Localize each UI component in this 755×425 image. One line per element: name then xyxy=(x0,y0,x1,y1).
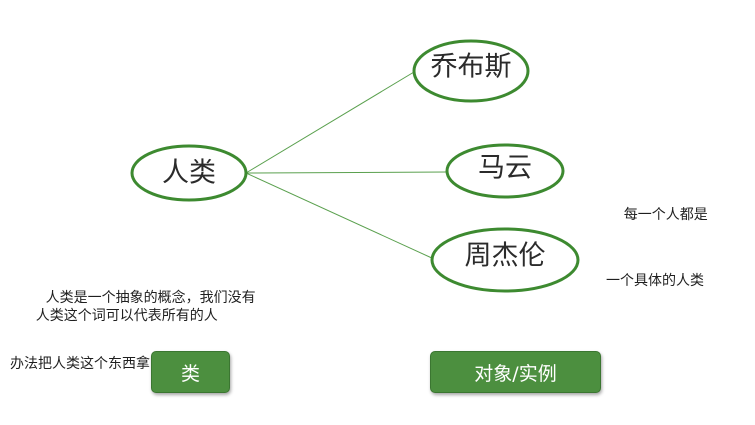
object-instance-button[interactable]: 对象/实例 xyxy=(430,351,601,393)
node-instance-1-label: 乔布斯 xyxy=(431,52,512,83)
node-instance-1-ellipse xyxy=(412,39,530,103)
node-instance-3: 周杰伦 xyxy=(430,227,580,293)
node-instance-3-ellipse xyxy=(430,227,580,293)
node-instance-2: 马云 xyxy=(445,143,565,199)
instance-description: 每一个人都是 一个具体的人类 xyxy=(606,160,708,314)
node-instance-2-label: 马云 xyxy=(478,153,532,184)
edge-class-to-instance-1 xyxy=(245,71,415,174)
node-instance-3-label: 周杰伦 xyxy=(465,241,546,272)
class-button[interactable]: 类 xyxy=(151,351,230,393)
node-class-ellipse xyxy=(130,144,248,202)
class-description-line-1: 人类是一个抽象的概念，我们没有 xyxy=(10,290,256,306)
edge-class-to-instance-2 xyxy=(245,171,448,174)
edge-class-to-instance-3 xyxy=(245,172,435,260)
node-class: 人类 xyxy=(130,144,248,202)
node-instance-1: 乔布斯 xyxy=(412,39,530,103)
node-instance-2-ellipse xyxy=(445,143,565,199)
instance-description-line-1: 每一个人都是 xyxy=(606,207,708,223)
node-class-label: 人类 xyxy=(162,158,216,189)
class-description-2: 人类这个词可以代表所有的人 xyxy=(18,308,218,324)
edges xyxy=(245,71,448,260)
instance-description-line-2: 一个具体的人类 xyxy=(606,273,704,289)
